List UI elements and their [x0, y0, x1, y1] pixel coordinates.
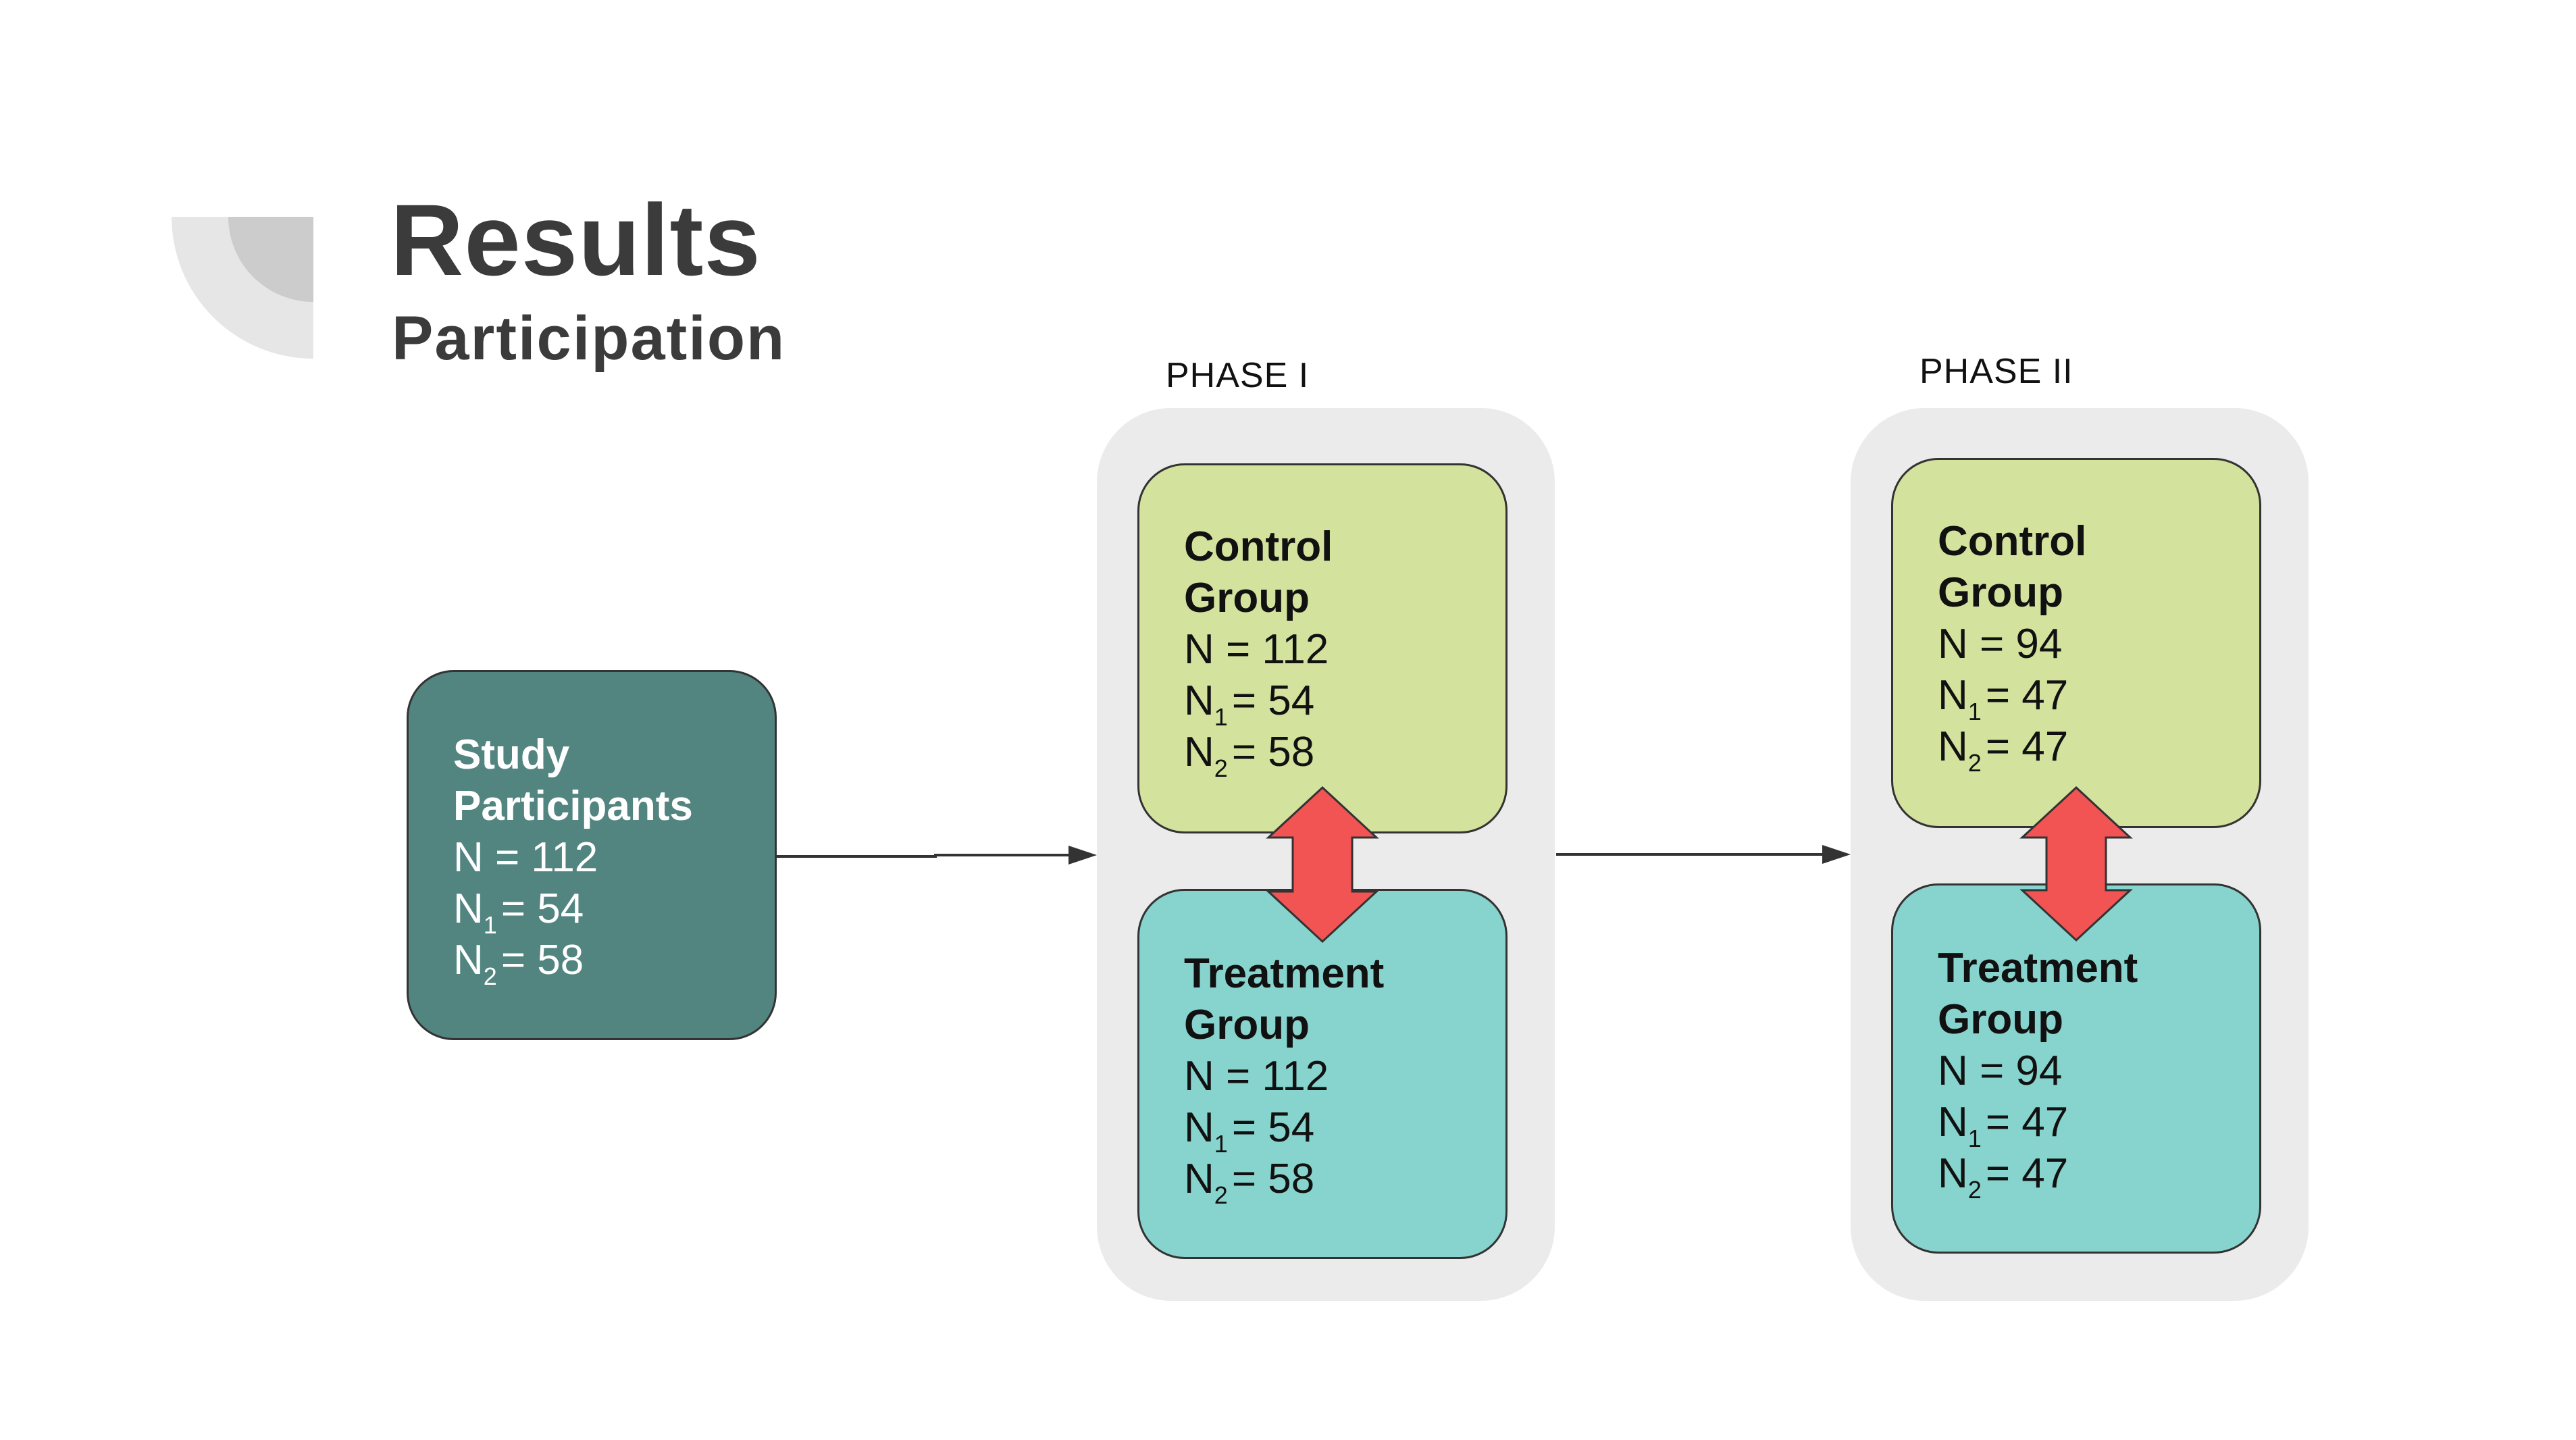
treatment-n1: N1= 47 [1938, 1099, 2069, 1152]
control-title-line-1: Control [1184, 523, 1333, 570]
phase-1-control-group-box: Control Group N = 112 N1= 54 N2= 58 [1137, 463, 1508, 833]
control-n1: N1= 47 [1938, 672, 2069, 725]
control-title-line-1: Control [1938, 518, 2087, 565]
treatment-n2: N2= 47 [1938, 1150, 2069, 1204]
treatment-n2: N2= 58 [1184, 1156, 1315, 1209]
control-title-line-2: Group [1184, 575, 1310, 621]
study-n: N = 112 [453, 834, 598, 881]
treatment-title-line-2: Group [1184, 1002, 1310, 1048]
phase-1-double-arrow-icon [1266, 786, 1379, 944]
control-n: N = 94 [1938, 621, 2063, 667]
study-n1: N1= 54 [453, 885, 584, 939]
arrow-study-to-phase-1 [777, 846, 1097, 865]
study-participants-box: Study Participants N = 112 N1= 54 N2= 58 [407, 670, 777, 1040]
study-n2: N2= 58 [453, 937, 584, 990]
treatment-title-line-2: Group [1938, 996, 2063, 1043]
phase-1-treatment-group-box: Treatment Group N = 112 N1= 54 N2= 58 [1137, 889, 1508, 1259]
control-n2: N2= 58 [1184, 729, 1315, 782]
treatment-title-line-1: Treatment [1938, 945, 2138, 992]
treatment-title-line-1: Treatment [1184, 950, 1385, 997]
arrow-phase-1-to-phase-2 [1556, 845, 1851, 864]
phase-2-control-group-box: Control Group N = 94 N1= 47 N2= 47 [1891, 458, 2261, 828]
phase-2-treatment-group-box: Treatment Group N = 94 N1= 47 N2= 47 [1891, 883, 2261, 1254]
page-title: Results [390, 183, 761, 297]
treatment-n: N = 112 [1184, 1053, 1329, 1100]
control-n2: N2= 47 [1938, 723, 2069, 777]
control-n1: N1= 54 [1184, 677, 1315, 731]
treatment-n1: N1= 54 [1184, 1104, 1315, 1158]
page-subtitle: Participation [392, 304, 786, 373]
phase-2-label: PHASE II [1920, 352, 2073, 391]
control-n: N = 112 [1184, 626, 1329, 673]
control-title-line-2: Group [1938, 569, 2063, 616]
phase-1-label: PHASE I [1166, 356, 1310, 395]
phase-2-double-arrow-icon [2019, 786, 2133, 942]
treatment-n: N = 94 [1938, 1048, 2063, 1094]
study-title-line-1: Study [453, 731, 570, 778]
study-title-line-2: Participants [453, 783, 693, 829]
